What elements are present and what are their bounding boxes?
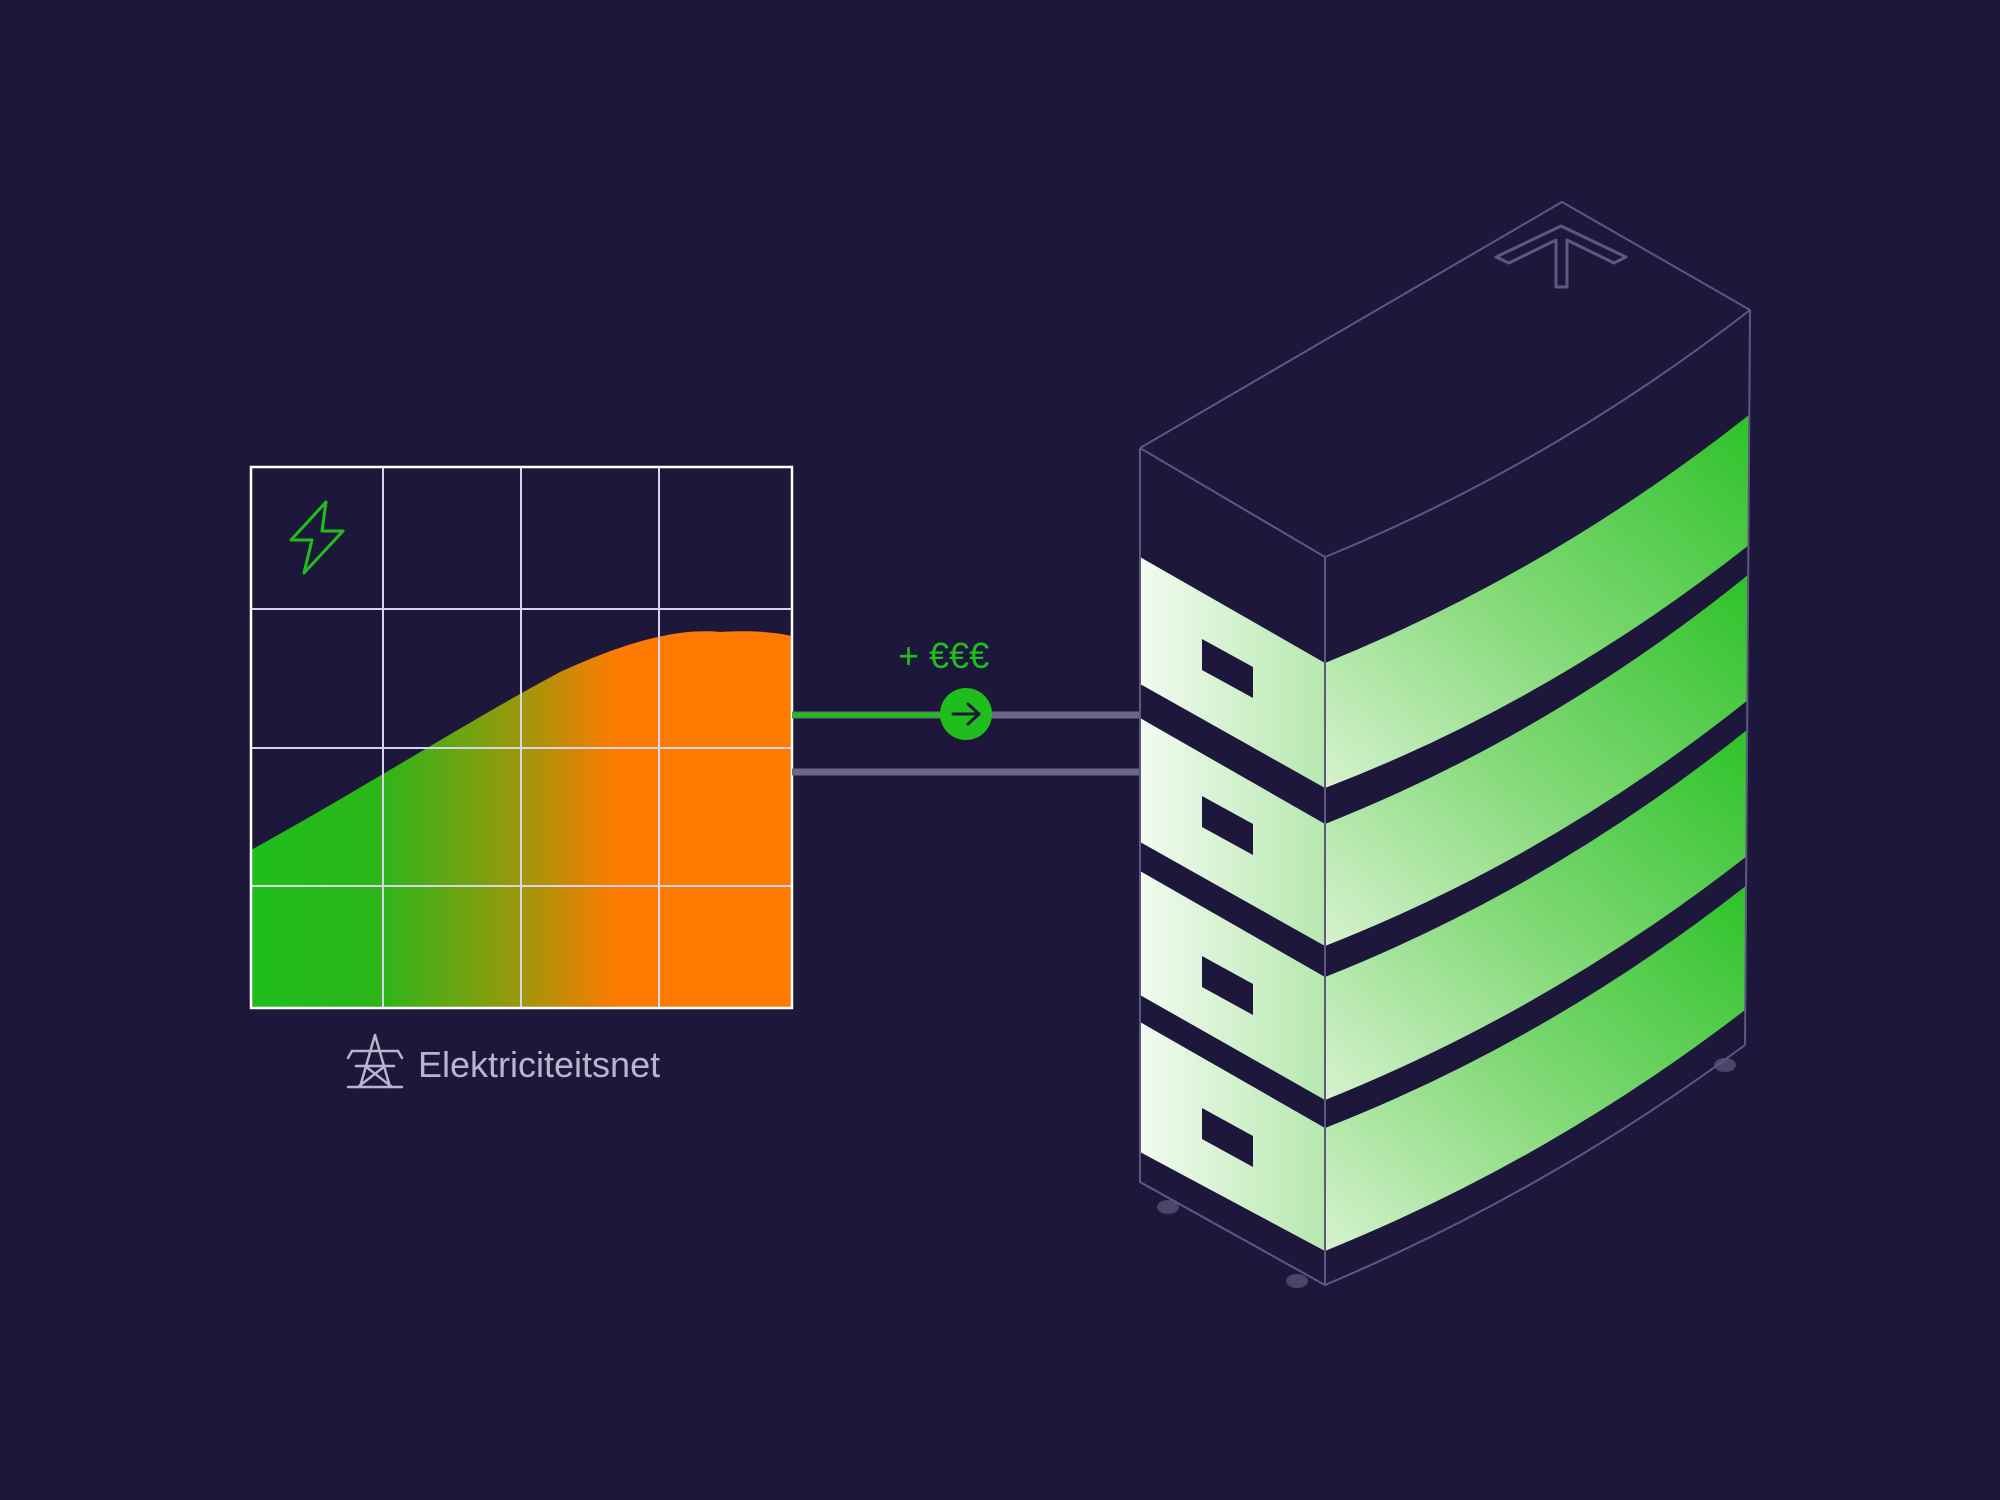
grid-price-panel	[249, 465, 794, 1010]
module-4-handle	[1202, 1108, 1253, 1167]
battery-module-3	[1140, 730, 1747, 1100]
home-battery	[1139, 201, 1751, 1288]
battery-module-1	[1140, 415, 1749, 788]
battery-outline	[1139, 201, 1751, 1286]
flow-label: + €€€	[898, 635, 989, 676]
battery-feet	[1157, 1058, 1736, 1288]
panel-border	[249, 465, 794, 1010]
battery-module-2	[1140, 575, 1748, 946]
battery-module-4	[1140, 885, 1747, 1251]
module-3-handle	[1202, 956, 1253, 1015]
arrow-up-logo-icon	[1494, 224, 1628, 289]
module-2-handle	[1202, 796, 1253, 855]
lightning-bolt-icon	[289, 500, 345, 575]
panel-grid-lines	[251, 467, 792, 1008]
module-1-handle	[1202, 639, 1253, 698]
arrow-right-icon	[940, 688, 992, 740]
grid-label: Elektriciteitsnet	[346, 1033, 660, 1089]
power-pylon-icon	[346, 1033, 404, 1089]
grid-label-text: Elektriciteitsnet	[418, 1044, 660, 1085]
